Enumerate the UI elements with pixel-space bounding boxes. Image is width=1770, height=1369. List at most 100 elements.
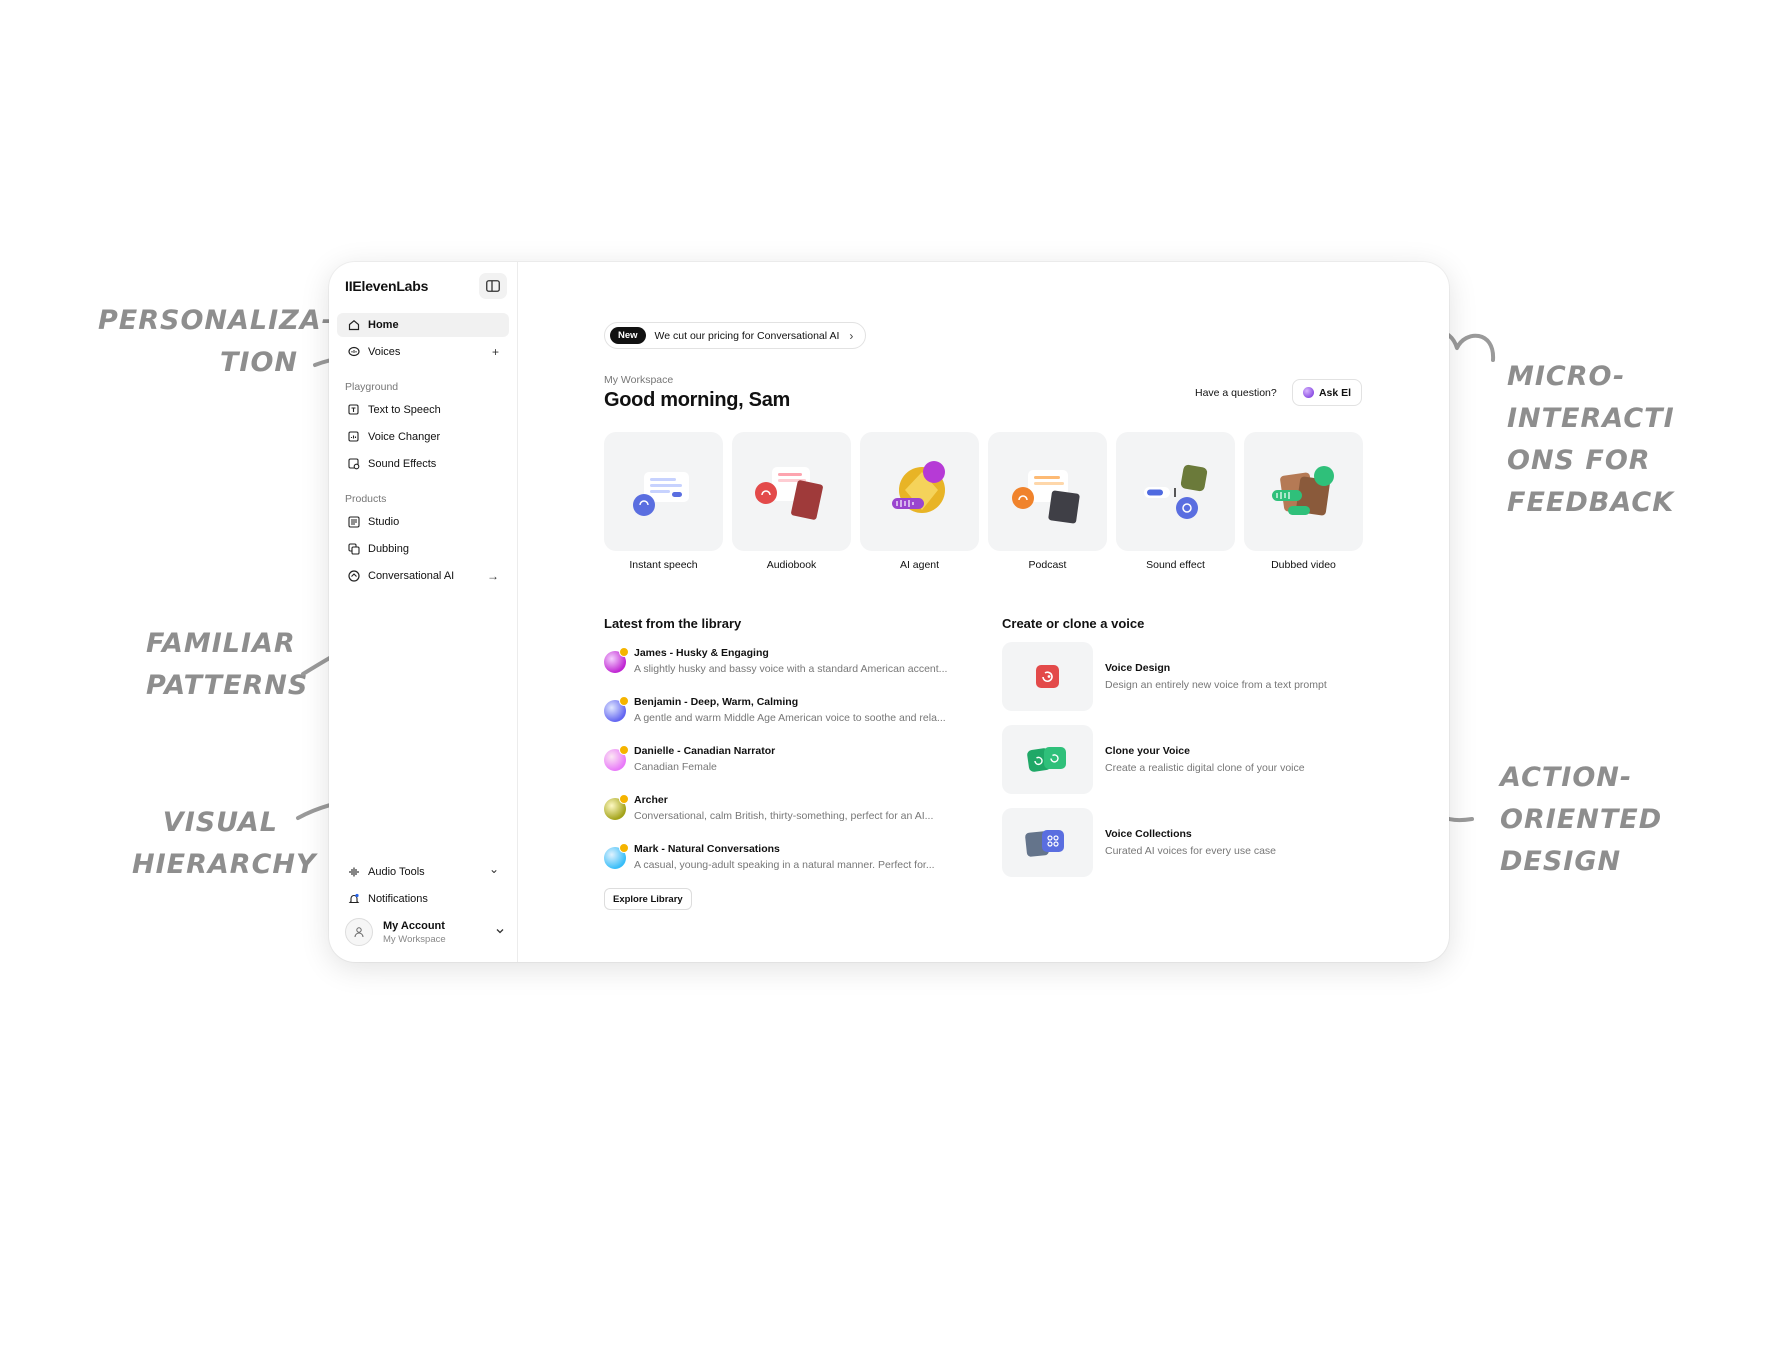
tile-podcast[interactable]: Podcast xyxy=(988,432,1107,571)
annotation-line: Familiar xyxy=(146,628,296,659)
verified-badge-icon xyxy=(619,696,629,706)
arrow-right-icon: → xyxy=(487,569,499,583)
brand-logo[interactable]: IIElevenLabs xyxy=(345,278,429,294)
ask-el-button[interactable]: Ask El xyxy=(1292,379,1362,406)
list-item[interactable]: Archer Conversational, calm British, thi… xyxy=(604,794,974,834)
sidebar-item-text-to-speech[interactable]: Text to Speech xyxy=(337,398,509,422)
list-item[interactable]: Mark - Natural Conversations A casual, y… xyxy=(604,843,974,883)
sidebar-item-audio-tools[interactable]: Audio Tools ⌄ xyxy=(337,860,509,884)
annotation-line: ons for xyxy=(1507,445,1651,476)
agent-orb-icon xyxy=(892,461,945,513)
clone-voice-illustration xyxy=(1002,725,1093,794)
sidebar-item-dubbing[interactable]: Dubbing xyxy=(337,537,509,561)
sidebar-item-label: Notifications xyxy=(368,893,428,905)
voice-changer-icon xyxy=(347,431,360,444)
library-section-title: Latest from the library xyxy=(604,616,742,631)
card-title: Voice Collections xyxy=(1105,828,1192,840)
tile-audiobook[interactable]: Audiobook xyxy=(732,432,851,571)
voice-description: Conversational, calm British, thirty-som… xyxy=(634,810,934,822)
tile-label: Dubbed video xyxy=(1271,559,1336,571)
annotation-micro-interactions: Micro- Interacti ons for Feedback xyxy=(1507,356,1675,524)
card-title: Clone your Voice xyxy=(1105,745,1190,757)
sidebar-item-studio[interactable]: Studio xyxy=(337,510,509,534)
voices-icon xyxy=(347,346,360,359)
sidebar-item-conversational-ai[interactable]: Conversational AI → xyxy=(337,564,509,588)
account-menu[interactable]: My Account My Workspace xyxy=(345,918,505,948)
tile-instant-speech[interactable]: Instant speech xyxy=(604,432,723,571)
sidebar-toggle-button[interactable] xyxy=(479,273,507,299)
tile-illustration xyxy=(1116,432,1235,551)
sidebar-item-notifications[interactable]: Notifications xyxy=(337,887,509,911)
tile-ai-agent[interactable]: AI agent xyxy=(860,432,979,571)
voice-design-card[interactable]: Voice Design Design an entirely new voic… xyxy=(1002,642,1362,711)
annotation-line: Feedback xyxy=(1507,487,1675,518)
new-badge: New xyxy=(610,327,646,344)
sidebar-item-label: Dubbing xyxy=(368,543,409,555)
sidebar-toggle-icon xyxy=(486,280,500,292)
sidebar-item-label: Audio Tools xyxy=(368,866,425,878)
list-item[interactable]: Danielle - Canadian Narrator Canadian Fe… xyxy=(604,745,974,785)
annotation-line: Personaliza- xyxy=(98,305,334,336)
studio-icon xyxy=(347,516,360,529)
orb-icon xyxy=(1302,387,1314,398)
voice-avatar xyxy=(604,847,626,869)
annotation-familiar-patterns: Familiar Patterns xyxy=(146,623,308,707)
sidebar-item-label: Sound Effects xyxy=(368,458,437,470)
verified-badge-icon xyxy=(619,843,629,853)
voice-name: Benjamin - Deep, Warm, Calming xyxy=(634,696,799,708)
list-item[interactable]: James - Husky & Engaging A slightly husk… xyxy=(604,647,974,687)
audio-tools-icon xyxy=(347,866,360,879)
annotation-line: Interacti xyxy=(1507,403,1675,434)
annotation-line: Hierarchy xyxy=(132,849,317,880)
book-icon xyxy=(755,467,823,520)
home-icon xyxy=(347,319,360,332)
voice-description: Canadian Female xyxy=(634,761,717,773)
tile-illustration xyxy=(1244,432,1363,551)
tile-illustration xyxy=(860,432,979,551)
podcast-icon xyxy=(1012,470,1080,524)
sound-effect-icon xyxy=(1144,464,1208,519)
voice-avatar xyxy=(604,798,626,820)
sidebar-item-home[interactable]: Home xyxy=(337,313,509,337)
clone-voice-card[interactable]: Clone your Voice Create a realistic digi… xyxy=(1002,725,1362,794)
voice-collections-card[interactable]: Voice Collections Curated AI voices for … xyxy=(1002,808,1362,877)
tile-dubbed-video[interactable]: Dubbed video xyxy=(1244,432,1363,571)
list-item[interactable]: Benjamin - Deep, Warm, Calming A gentle … xyxy=(604,696,974,736)
speech-bubble-icon xyxy=(633,472,689,516)
dubbed-video-icon xyxy=(1272,466,1334,516)
promo-banner[interactable]: New We cut our pricing for Conversationa… xyxy=(604,322,867,349)
voice-name: Danielle - Canadian Narrator xyxy=(634,745,776,757)
sidebar-item-voices[interactable]: Voices + xyxy=(337,340,509,364)
sidebar-item-label: Home xyxy=(368,319,399,331)
voice-description: A casual, young-adult speaking in a natu… xyxy=(634,859,935,871)
sidebar: IIElevenLabs Home Voices + Playground Te… xyxy=(329,262,518,962)
chevron-down-icon: ⌄ xyxy=(488,862,499,876)
add-voice-button[interactable]: + xyxy=(491,345,499,359)
user-icon xyxy=(354,927,364,938)
chevron-right-icon: › xyxy=(849,328,854,343)
sidebar-item-sound-effects[interactable]: Sound Effects xyxy=(337,452,509,476)
create-section-title: Create or clone a voice xyxy=(1002,616,1145,631)
account-workspace: My Workspace xyxy=(383,934,446,945)
sidebar-item-label: Voices xyxy=(368,346,401,358)
explore-library-button[interactable]: Explore Library xyxy=(604,888,692,910)
main-content: New We cut our pricing for Conversationa… xyxy=(519,262,1449,962)
tile-illustration xyxy=(988,432,1107,551)
verified-badge-icon xyxy=(619,794,629,804)
sidebar-item-label: Text to Speech xyxy=(368,404,441,416)
sidebar-item-voice-changer[interactable]: Voice Changer xyxy=(337,425,509,449)
tile-label: Sound effect xyxy=(1146,559,1205,571)
annotation-line: Action- xyxy=(1500,762,1633,793)
annotation-action-oriented: Action- Oriented Design xyxy=(1500,757,1662,883)
promo-text: We cut our pricing for Conversational AI xyxy=(654,329,840,342)
sidebar-item-label: Conversational AI xyxy=(368,570,455,582)
voice-design-illustration xyxy=(1002,642,1093,711)
card-description: Create a realistic digital clone of your… xyxy=(1105,762,1305,774)
bell-icon xyxy=(347,893,360,906)
chevron-down-icon xyxy=(496,929,504,934)
tile-sound-effect[interactable]: Sound effect xyxy=(1116,432,1235,571)
voice-avatar xyxy=(604,651,626,673)
help-prompt: Have a question? xyxy=(1195,387,1277,399)
voice-description: A slightly husky and bassy voice with a … xyxy=(634,663,948,675)
verified-badge-icon xyxy=(619,745,629,755)
